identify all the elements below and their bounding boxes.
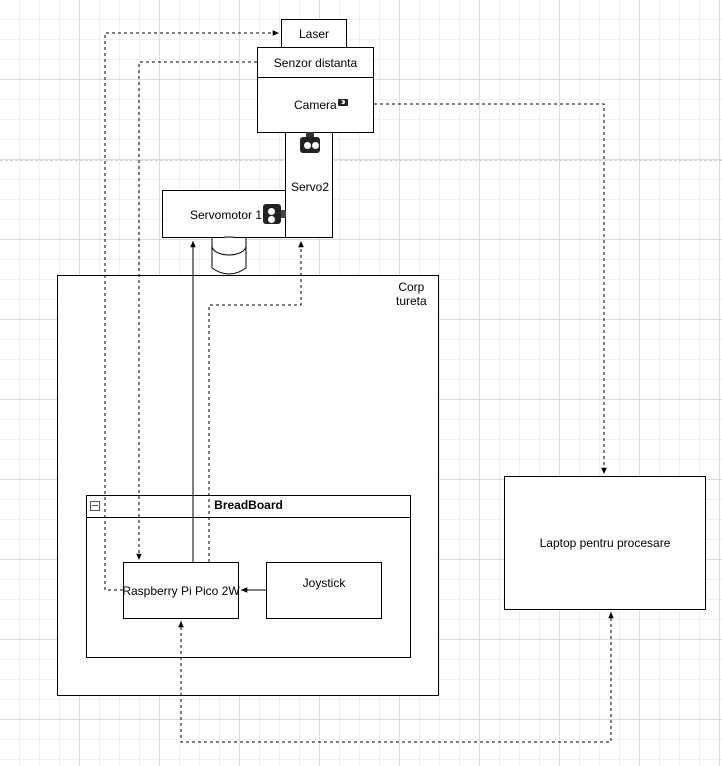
connector-pico-servo2: [208, 241, 304, 562]
pico-label: Raspberry Pi Pico 2W: [122, 583, 240, 598]
servo-motor-icon: [263, 204, 287, 224]
laptop-box[interactable]: Laptop pentru procesare: [504, 476, 706, 610]
page-break-line: [0, 160, 722, 161]
senzor-label: Senzor distanta: [273, 55, 358, 70]
corp-label-line1: Corp: [398, 280, 425, 294]
collapse-icon[interactable]: [90, 501, 100, 511]
laptop-label: Laptop pentru procesare: [539, 536, 671, 550]
turret-base-cylinder: [211, 236, 247, 275]
camera-icon: [338, 99, 348, 106]
laser-label: Laser: [298, 26, 330, 41]
connector-pico-laptop: [178, 612, 614, 743]
joystick-label: Joystick: [302, 576, 346, 590]
connector-camera-laptop: [374, 103, 607, 474]
servo-icon: [300, 132, 320, 154]
laser-box[interactable]: Laser: [281, 19, 347, 48]
servomotor1-label: Servomotor 1: [190, 208, 263, 222]
servo2-label: Servo2: [291, 180, 330, 194]
connector-senzor-pico: [136, 61, 257, 560]
corp-tureta-label: Corp tureta: [396, 280, 427, 308]
servo2-box[interactable]: [285, 132, 333, 238]
corp-label-line2: tureta: [396, 294, 427, 308]
camera-label: Camera: [294, 98, 337, 112]
breadboard-header-divider: [86, 517, 411, 518]
connector-pico-laser: [104, 30, 279, 591]
breadboard-title: BreadBoard: [214, 498, 283, 512]
senzor-box[interactable]: Senzor distanta: [257, 47, 374, 78]
